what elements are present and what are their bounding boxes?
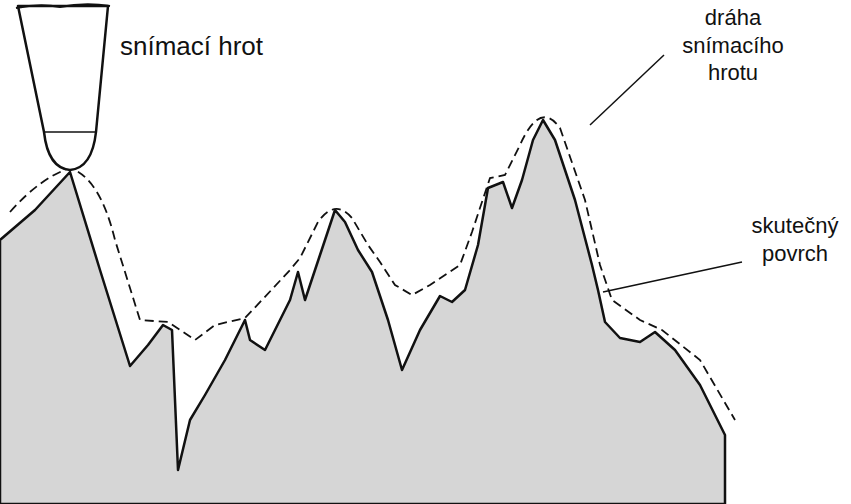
label-text: snímací hrot [120, 30, 340, 63]
leader-line [590, 55, 664, 125]
label-text: skutečný povrch [745, 212, 845, 267]
leader-line [603, 262, 742, 292]
label-text: dráha snímacího hrotu [668, 4, 798, 87]
stylus-body-line [44, 131, 96, 133]
real-surface [0, 120, 725, 504]
stylus-path [10, 117, 735, 420]
stylus-top-edge [16, 4, 110, 8]
stylus-tip [18, 6, 108, 170]
